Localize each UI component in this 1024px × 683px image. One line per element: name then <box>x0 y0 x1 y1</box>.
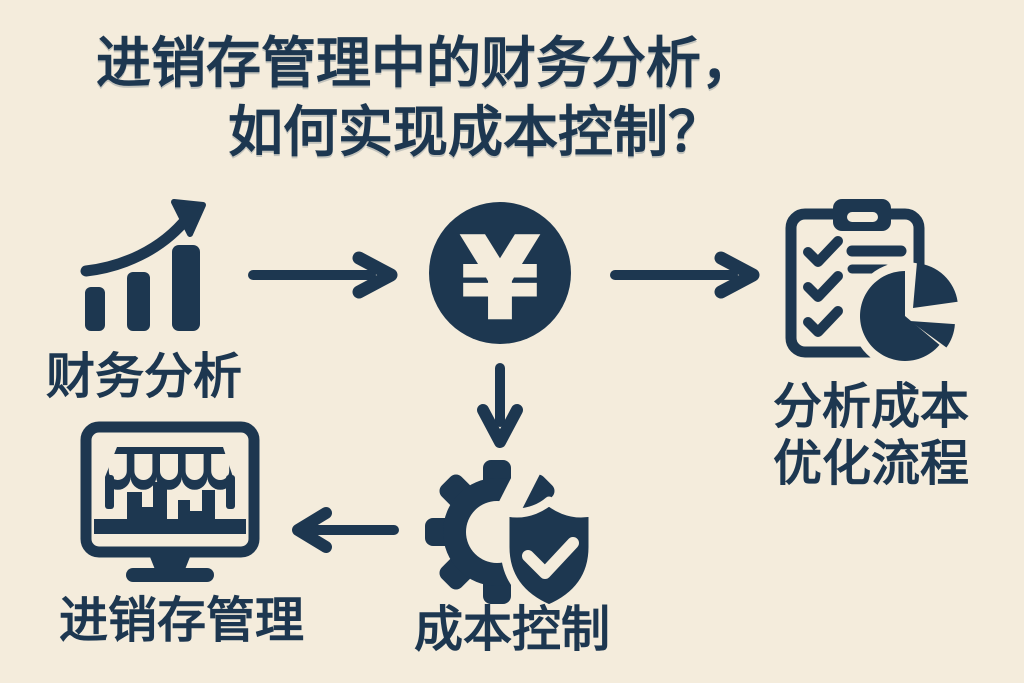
cost-control-label: 成本控制 <box>414 601 611 658</box>
shield <box>500 496 598 614</box>
arrow-left-icon <box>292 507 399 553</box>
arrow-down-icon <box>477 363 523 448</box>
awning <box>105 447 233 490</box>
yen-symbol: ¥ <box>461 215 539 345</box>
cost-analysis-label-line1: 分析成本 <box>773 378 970 435</box>
arrow-right-icon <box>248 251 398 299</box>
cost-analysis-label-line2: 优化流程 <box>773 434 970 492</box>
check-icon <box>522 537 579 579</box>
gear <box>425 446 569 604</box>
crates <box>127 482 215 523</box>
growth-chart-icon <box>80 199 206 331</box>
clipboard-pie-chart-icon <box>785 199 959 370</box>
page-title-line2: 如何实现成本控制？ <box>228 100 724 164</box>
yen-coin-icon: ¥ <box>429 202 571 347</box>
arrow-right-icon <box>610 251 760 299</box>
page-title-line1: 进销存管理中的财务分析， <box>96 31 757 95</box>
storefront-monitor-icon <box>80 421 260 582</box>
gear-shield-check-icon <box>425 446 598 614</box>
financial-analysis-label: 财务分析 <box>46 348 243 405</box>
cost-analysis-label: 分析成本 优化流程 <box>773 378 970 493</box>
inventory-management-label: 进销存管理 <box>59 592 305 649</box>
